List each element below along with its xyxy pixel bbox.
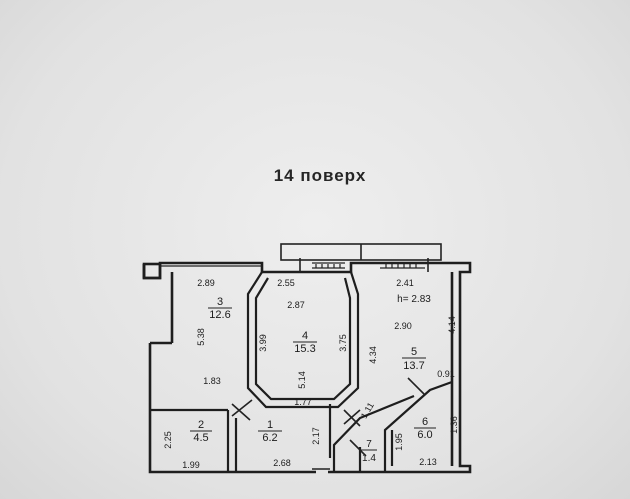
dim-1-99: 1.99 <box>182 460 200 470</box>
room-4-area: 15.3 <box>294 343 315 355</box>
dim-4-34: 4.34 <box>368 346 378 364</box>
dim-3-75: 3.75 <box>338 334 348 352</box>
dim-2-89: 2.89 <box>197 278 215 288</box>
floor-title: 14 поверх <box>273 166 367 185</box>
dim-3-99: 3.99 <box>258 334 268 352</box>
dim-2-41: 2.41 <box>396 278 414 288</box>
room-3-area: 12.6 <box>209 309 230 321</box>
interior-walls <box>150 271 453 472</box>
dim-2-25: 2.25 <box>163 431 173 449</box>
door-marks <box>231 258 429 470</box>
balcony <box>280 243 442 261</box>
dim-2-90: 2.90 <box>394 321 412 331</box>
room-6-number: 6 <box>422 416 428 428</box>
dim-2-87: 2.87 <box>287 300 305 310</box>
dim-2-13: 2.13 <box>419 457 437 467</box>
room-2-area: 4.5 <box>193 432 208 444</box>
room-labels: 3 12.6 4 15.3 5 13.7 2 4.5 1 6.2 6 6.0 7… <box>190 296 436 464</box>
dim-5-14: 5.14 <box>297 371 307 389</box>
room-1-number: 1 <box>267 419 273 431</box>
room-3-number: 3 <box>217 296 223 308</box>
ceiling-height-label: h= 2.83 <box>397 294 431 305</box>
dim-1-83: 1.83 <box>203 376 221 386</box>
room-5-area: 13.7 <box>403 360 424 372</box>
room-5-number: 5 <box>411 346 417 358</box>
dim-1-11: 1.11 <box>359 401 376 421</box>
dim-1-77: 1.77 <box>294 397 312 407</box>
dim-1-36: 1.36 <box>449 416 459 434</box>
dim-4-14: 4.14 <box>447 316 457 334</box>
room-7-number: 7 <box>366 439 372 450</box>
dim-2-17: 2.17 <box>311 427 321 445</box>
dimension-labels-horizontal: 2.89 2.55 2.87 2.41 2.90 1.83 1.77 0.91 … <box>182 278 455 470</box>
room-6-area: 6.0 <box>417 429 432 441</box>
dim-5-38: 5.38 <box>196 328 206 346</box>
windows <box>160 262 425 269</box>
room-2-number: 2 <box>198 419 204 431</box>
dim-1-95: 1.95 <box>394 433 404 451</box>
room-7-area: 1.4 <box>362 453 376 464</box>
dim-2-68: 2.68 <box>273 458 291 468</box>
room-4-number: 4 <box>302 330 308 342</box>
dim-0-91: 0.91 <box>437 369 455 379</box>
dim-2-55: 2.55 <box>277 278 295 288</box>
outer-walls <box>142 261 472 474</box>
room-1-area: 6.2 <box>262 432 277 444</box>
